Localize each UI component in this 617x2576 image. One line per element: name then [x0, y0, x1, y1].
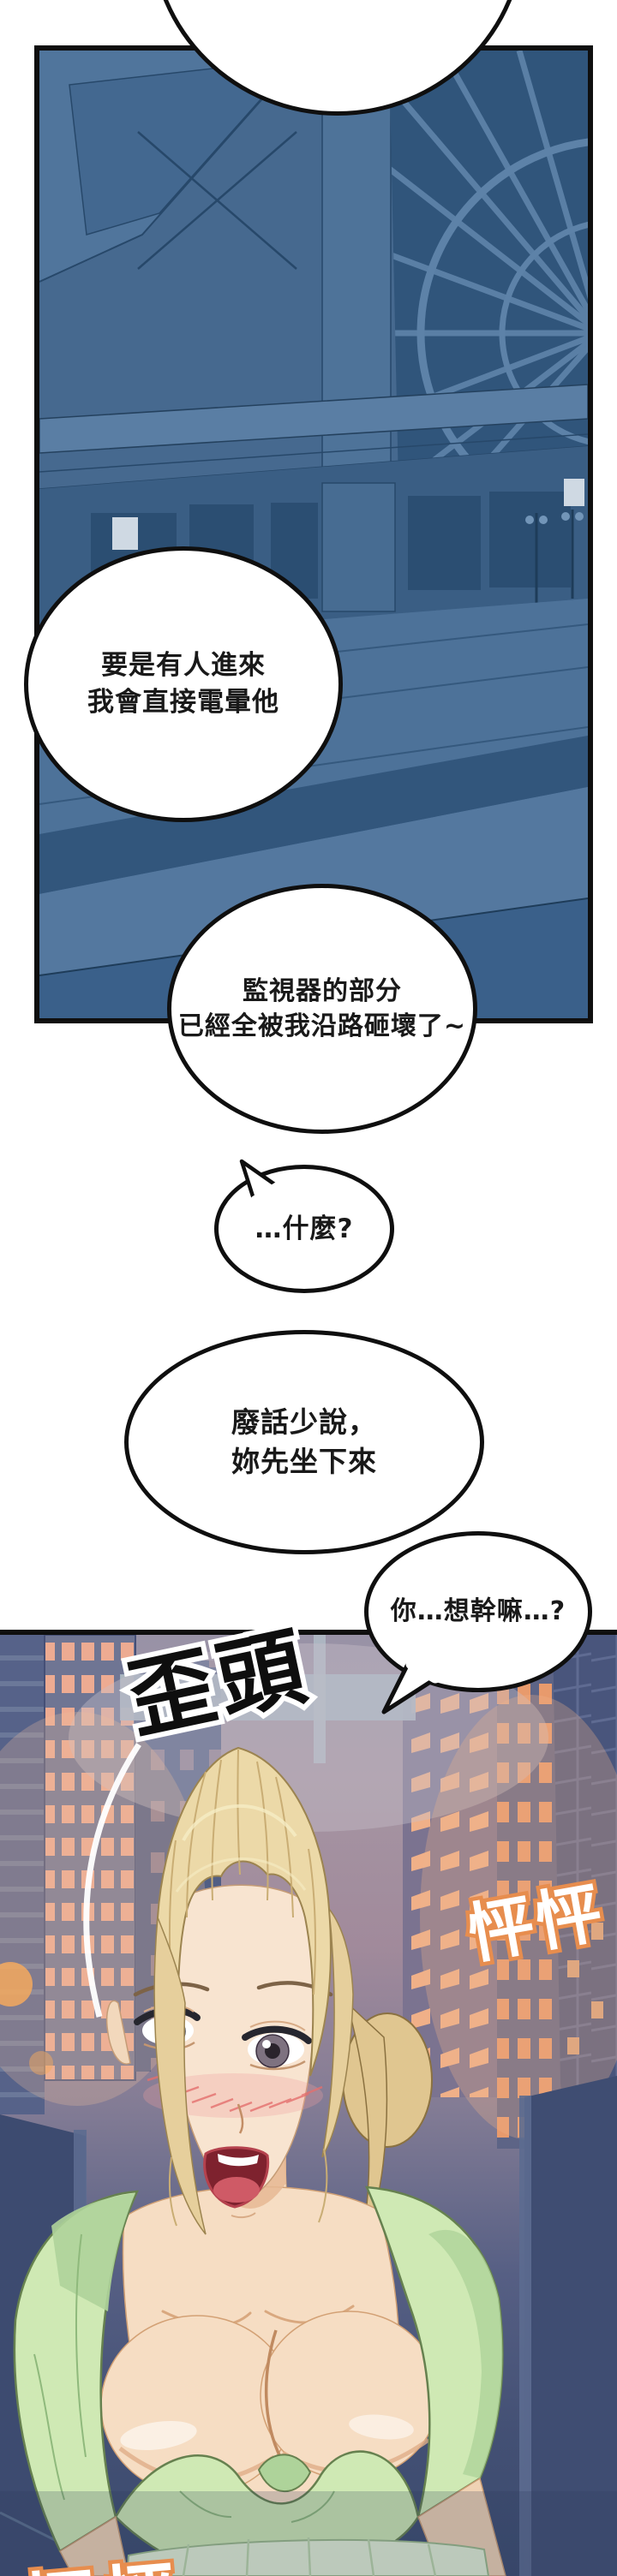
mall-panel-illustration — [39, 51, 588, 1018]
lamp-posts — [535, 510, 574, 605]
dialogue-line: 要是有人進來 — [101, 650, 266, 682]
speech-bubble-4: 廢話少說， 妳先坐下來 — [124, 1330, 484, 1554]
city-panel — [0, 1630, 617, 2576]
city-panel-illustration — [0, 1635, 617, 2576]
bokeh-light — [0, 1962, 33, 2007]
speech-bubble-3: …什麼? — [214, 1165, 394, 1293]
motion-arc — [83, 1743, 141, 2018]
bubble-5-tail — [381, 1658, 441, 1714]
dialogue-line: 監視器的部分 — [243, 975, 402, 1006]
bubble-3-tail — [239, 1159, 283, 1206]
dialogue-line: 已經全被我沿路砸壞了~ — [177, 1011, 467, 1041]
dialogue-line: 廢話少說， — [231, 1405, 377, 1440]
dialogue-line: 你…想幹嘛…? — [390, 1596, 566, 1627]
speech-bubble-5: 你…想幹嘛…? — [364, 1531, 592, 1692]
dialogue-line: 妳先坐下來 — [231, 1445, 377, 1478]
speech-bubble-2: 監視器的部分 已經全被我沿路砸壞了~ — [167, 884, 477, 1134]
dialogue-line: …什麼? — [255, 1213, 354, 1244]
green-top — [13, 2185, 504, 2574]
hair-strands — [168, 1759, 316, 1995]
glass-dome — [389, 51, 588, 581]
mall-panel — [34, 45, 593, 1023]
dialogue-line: 我會直接電暈他 — [87, 687, 279, 718]
woman-illustration — [13, 1746, 506, 2576]
speech-bubble-1: 要是有人進來 我會直接電暈他 — [24, 546, 343, 822]
